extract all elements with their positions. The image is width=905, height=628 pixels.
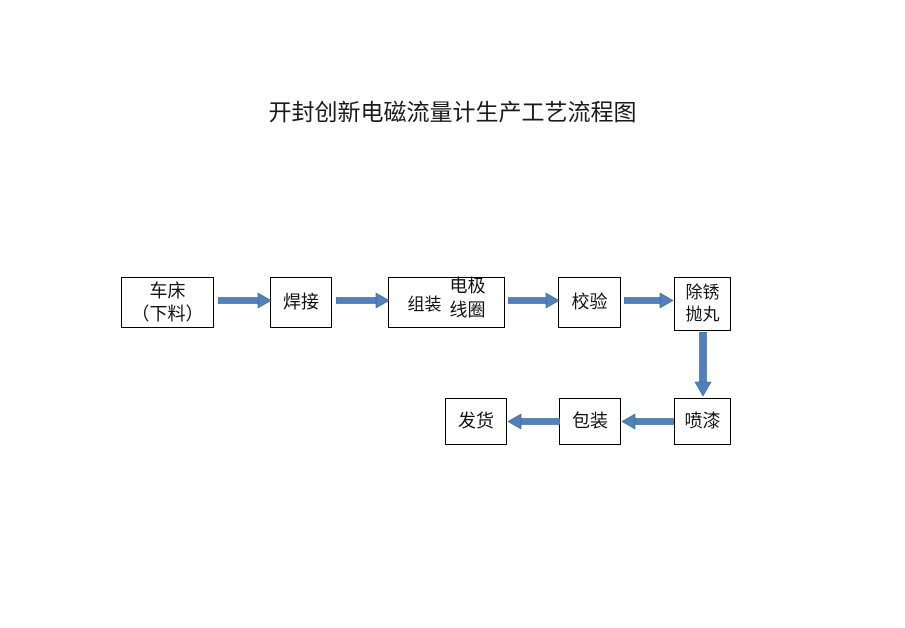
node-label-main: 组装 (407, 294, 442, 315)
arrow-calibration-to-derusting (624, 292, 674, 309)
node-label-sub-group: 电极 线圈 (450, 275, 486, 323)
process-node-shipping[interactable]: 发货 (445, 398, 507, 445)
node-label-group: 车床 （下料） (132, 280, 204, 326)
node-label-sub-line-1: 电极 (449, 275, 486, 297)
process-node-calibration[interactable]: 校验 (558, 277, 621, 328)
node-label-line-1: 焊接 (283, 292, 319, 313)
arrow-derusting-to-painting (694, 332, 712, 398)
process-node-packaging[interactable]: 包装 (559, 398, 621, 445)
node-label-line-1: 喷漆 (684, 411, 721, 432)
arrow-packaging-to-shipping (508, 413, 560, 430)
node-label-line-2: 抛丸 (685, 305, 720, 325)
node-label-line-2: （下料） (131, 303, 204, 325)
node-label-line-1: 除锈 (685, 283, 720, 303)
node-label-group: 组装 电极 线圈 (389, 276, 504, 327)
node-label-line-1: 包装 (572, 411, 608, 432)
process-node-derusting-shotblasting[interactable]: 除锈 抛丸 (674, 277, 731, 331)
process-node-painting[interactable]: 喷漆 (674, 398, 731, 445)
process-node-welding[interactable]: 焊接 (270, 277, 332, 328)
node-label-line-1: 车床 (149, 280, 186, 302)
arrow-lathe-to-welding (218, 292, 272, 309)
arrow-assembly-to-calibration (508, 292, 560, 309)
arrow-painting-to-packaging (622, 413, 674, 430)
node-label-line-1: 校验 (571, 292, 608, 313)
node-label-group: 除锈 抛丸 (686, 282, 720, 326)
node-label-line-1: 发货 (458, 411, 494, 432)
node-label-sub-line-2: 线圈 (449, 299, 486, 321)
process-node-lathe[interactable]: 车床 （下料） (121, 277, 214, 328)
process-node-assembly[interactable]: 组装 电极 线圈 (388, 276, 505, 328)
page-title: 开封创新电磁流量计生产工艺流程图 (268, 100, 637, 126)
arrow-welding-to-assembly (336, 292, 390, 309)
